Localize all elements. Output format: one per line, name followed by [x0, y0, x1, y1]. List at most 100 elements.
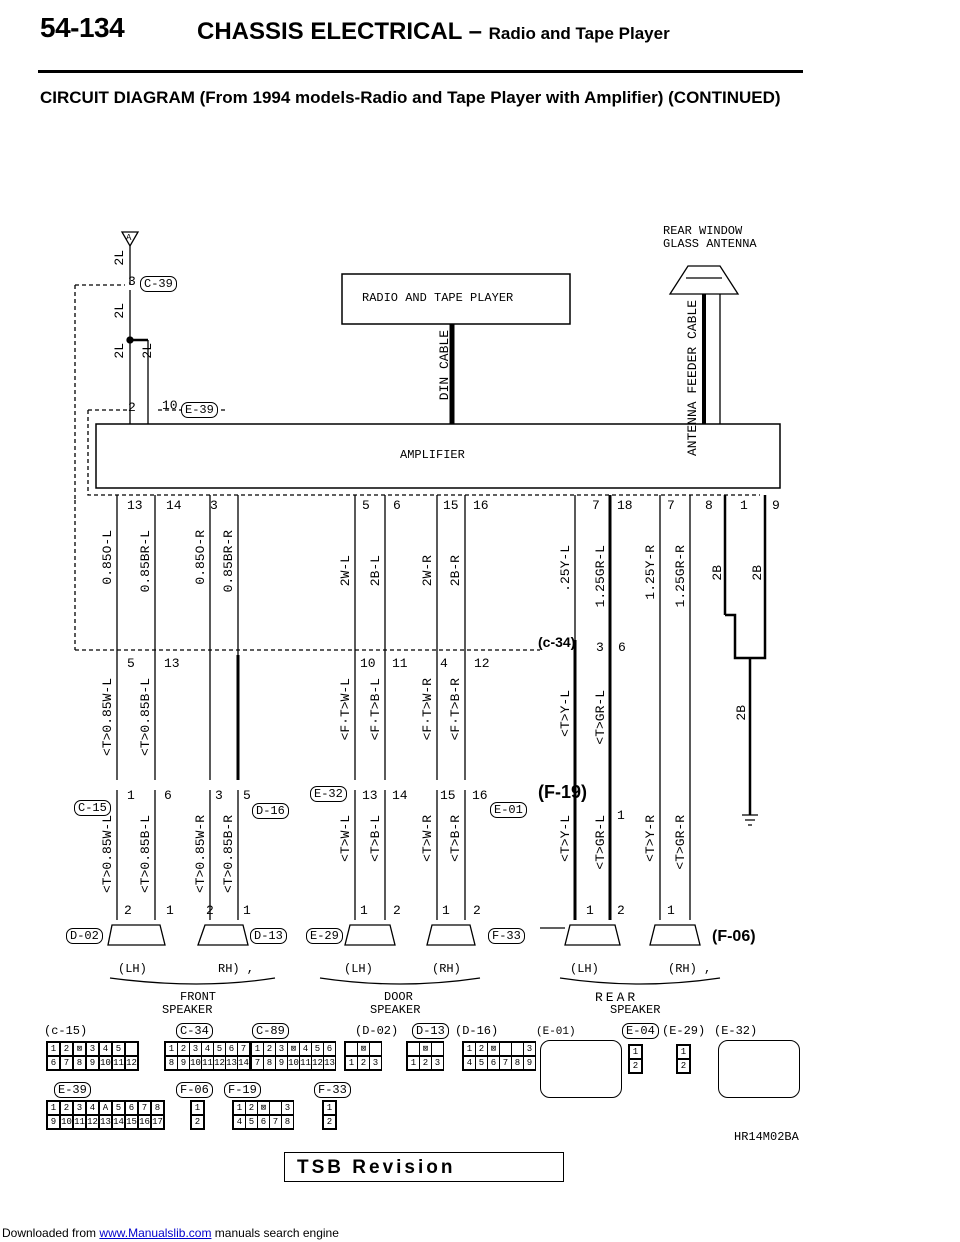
- wire-085o-l: 0.85O-L: [100, 530, 115, 585]
- wire-2b-2: 2B: [750, 565, 765, 581]
- page-title: CHASSIS ELECTRICAL – Radio and Tape Play…: [197, 18, 670, 46]
- low-pin-5: 5: [243, 788, 251, 803]
- connector-c15: C-15: [74, 800, 111, 816]
- mid-pin-10: 10: [360, 656, 376, 671]
- low-pin-16: 16: [472, 788, 488, 803]
- wire-low-t085w-l: <T>0.85W-L: [100, 815, 115, 894]
- wire-low-tb-l: <T>B-L: [368, 815, 383, 862]
- wire-low-tgr-l: <T>GR-L: [593, 815, 608, 870]
- connector-e01: E-01: [490, 802, 527, 818]
- low-pin-14: 14: [392, 788, 408, 803]
- wire-low-tb-r: <T>B-R: [448, 815, 463, 862]
- rear-rh: (RH) ,: [668, 962, 712, 976]
- rear-window-label-2: GLASS ANTENNA: [663, 237, 757, 251]
- manualslib-link[interactable]: www.Manualslib.com: [99, 1226, 212, 1240]
- header-rule: [38, 70, 803, 73]
- connector-d13: D-13: [250, 928, 287, 944]
- tsb-revision-box: TSB Revision: [284, 1152, 564, 1182]
- amp-pin-9: 9: [772, 498, 780, 513]
- amp-pin-16: 16: [473, 498, 489, 513]
- front-speaker-2: SPEAKER: [162, 1003, 213, 1017]
- ref-a-label: A: [126, 233, 132, 243]
- amp-pin-3: 3: [210, 498, 218, 513]
- spk-pin-2: 1: [166, 903, 174, 918]
- door-lh: (LH): [344, 962, 373, 976]
- low-pin-1: 1: [127, 788, 135, 803]
- rear-lh: (LH): [570, 962, 599, 976]
- connector-f06: (F-06): [712, 928, 756, 945]
- low-pin-15: 15: [440, 788, 456, 803]
- wire-mid-ftw-r: <F·T>W-R: [420, 678, 435, 741]
- pin-c39-3: 3: [128, 274, 136, 289]
- amp-pin-15: 15: [443, 498, 459, 513]
- connector-e39: E-39: [181, 402, 218, 418]
- title-dash: –: [468, 18, 482, 45]
- spk-pin-7: 1: [442, 903, 450, 918]
- wire-low-ty-l: <T>Y-L: [558, 815, 573, 862]
- spk-pin-8: 2: [473, 903, 481, 918]
- wire-085br-l: 0.85BR-L: [138, 530, 153, 593]
- low-pin-6: 6: [164, 788, 172, 803]
- spk-pin-6: 2: [393, 903, 401, 918]
- spk-pin-1: 2: [124, 903, 132, 918]
- amp-pin-8: 8: [705, 498, 713, 513]
- connector-c39: C-39: [140, 276, 177, 292]
- wire-125y-r: 1.25Y-R: [643, 545, 658, 600]
- connector-e32: E-32: [310, 786, 347, 802]
- wire-mid-t085w-l: <T>0.85W-L: [100, 678, 115, 757]
- front-rh: RH) ,: [218, 962, 255, 976]
- amp-pin-6: 6: [393, 498, 401, 513]
- rear-speaker-1: REAR: [595, 990, 639, 1005]
- idx-c34: C-34: [176, 1023, 213, 1039]
- front-speaker-1: FRONT: [180, 990, 217, 1004]
- door-speaker-1: DOOR: [384, 990, 413, 1004]
- antenna-feeder-label: ANTENNA FEEDER CABLE: [685, 300, 700, 457]
- amp-pin-5: 5: [362, 498, 370, 513]
- idx-e32: (E-32): [714, 1024, 758, 1038]
- spk-pin-10: 2: [617, 903, 625, 918]
- wire-085br-r: 0.85BR-R: [221, 530, 236, 593]
- drawing-code: HR14M02BA: [734, 1130, 799, 1144]
- low-pin-13: 13: [362, 788, 378, 803]
- radio-tape-player-box: RADIO AND TAPE PLAYER: [362, 291, 514, 305]
- wire-low-tgr-r: <T>GR-R: [673, 815, 688, 870]
- wire-mid-2b: 2B: [734, 705, 749, 721]
- wire-125gr-l: 1.25GR-L: [593, 545, 608, 608]
- connector-d02: D-02: [66, 928, 103, 944]
- idx-d16: (D-16): [455, 1024, 499, 1038]
- wire-low-ty-r: <T>Y-R: [643, 815, 658, 862]
- amp-pin-7b: 7: [667, 498, 675, 513]
- connector-face-e32: [718, 1040, 800, 1098]
- spk-pin-4: 1: [243, 903, 251, 918]
- mid-pin-12: 12: [474, 656, 490, 671]
- spk-pin-11: 1: [667, 903, 675, 918]
- mid-pin-4: 4: [440, 656, 448, 671]
- wire-mid-ftw-l: <F·T>W-L: [338, 678, 353, 741]
- title-sub: Radio and Tape Player: [488, 24, 670, 43]
- idx-c89: C-89: [252, 1023, 289, 1039]
- low-pin-3: 3: [215, 788, 223, 803]
- wire-low-t085b-l: <T>0.85B-L: [138, 815, 153, 894]
- wire-low-tw-r: <T>W-R: [420, 815, 435, 862]
- connector-e29: E-29: [306, 928, 343, 944]
- connector-d16: D-16: [252, 803, 289, 819]
- spk-pin-3: 2: [206, 903, 214, 918]
- spk-pin-5: 1: [360, 903, 368, 918]
- download-prefix: Downloaded from: [2, 1226, 97, 1240]
- mid-pin-6: 6: [618, 640, 626, 655]
- download-footer: Downloaded from www.Manualslib.com manua…: [2, 1226, 339, 1240]
- wire-2b-l: 2B-L: [368, 555, 383, 587]
- wire-2l-2: 2L: [112, 303, 127, 319]
- wire-2w-l: 2W-L: [338, 555, 353, 587]
